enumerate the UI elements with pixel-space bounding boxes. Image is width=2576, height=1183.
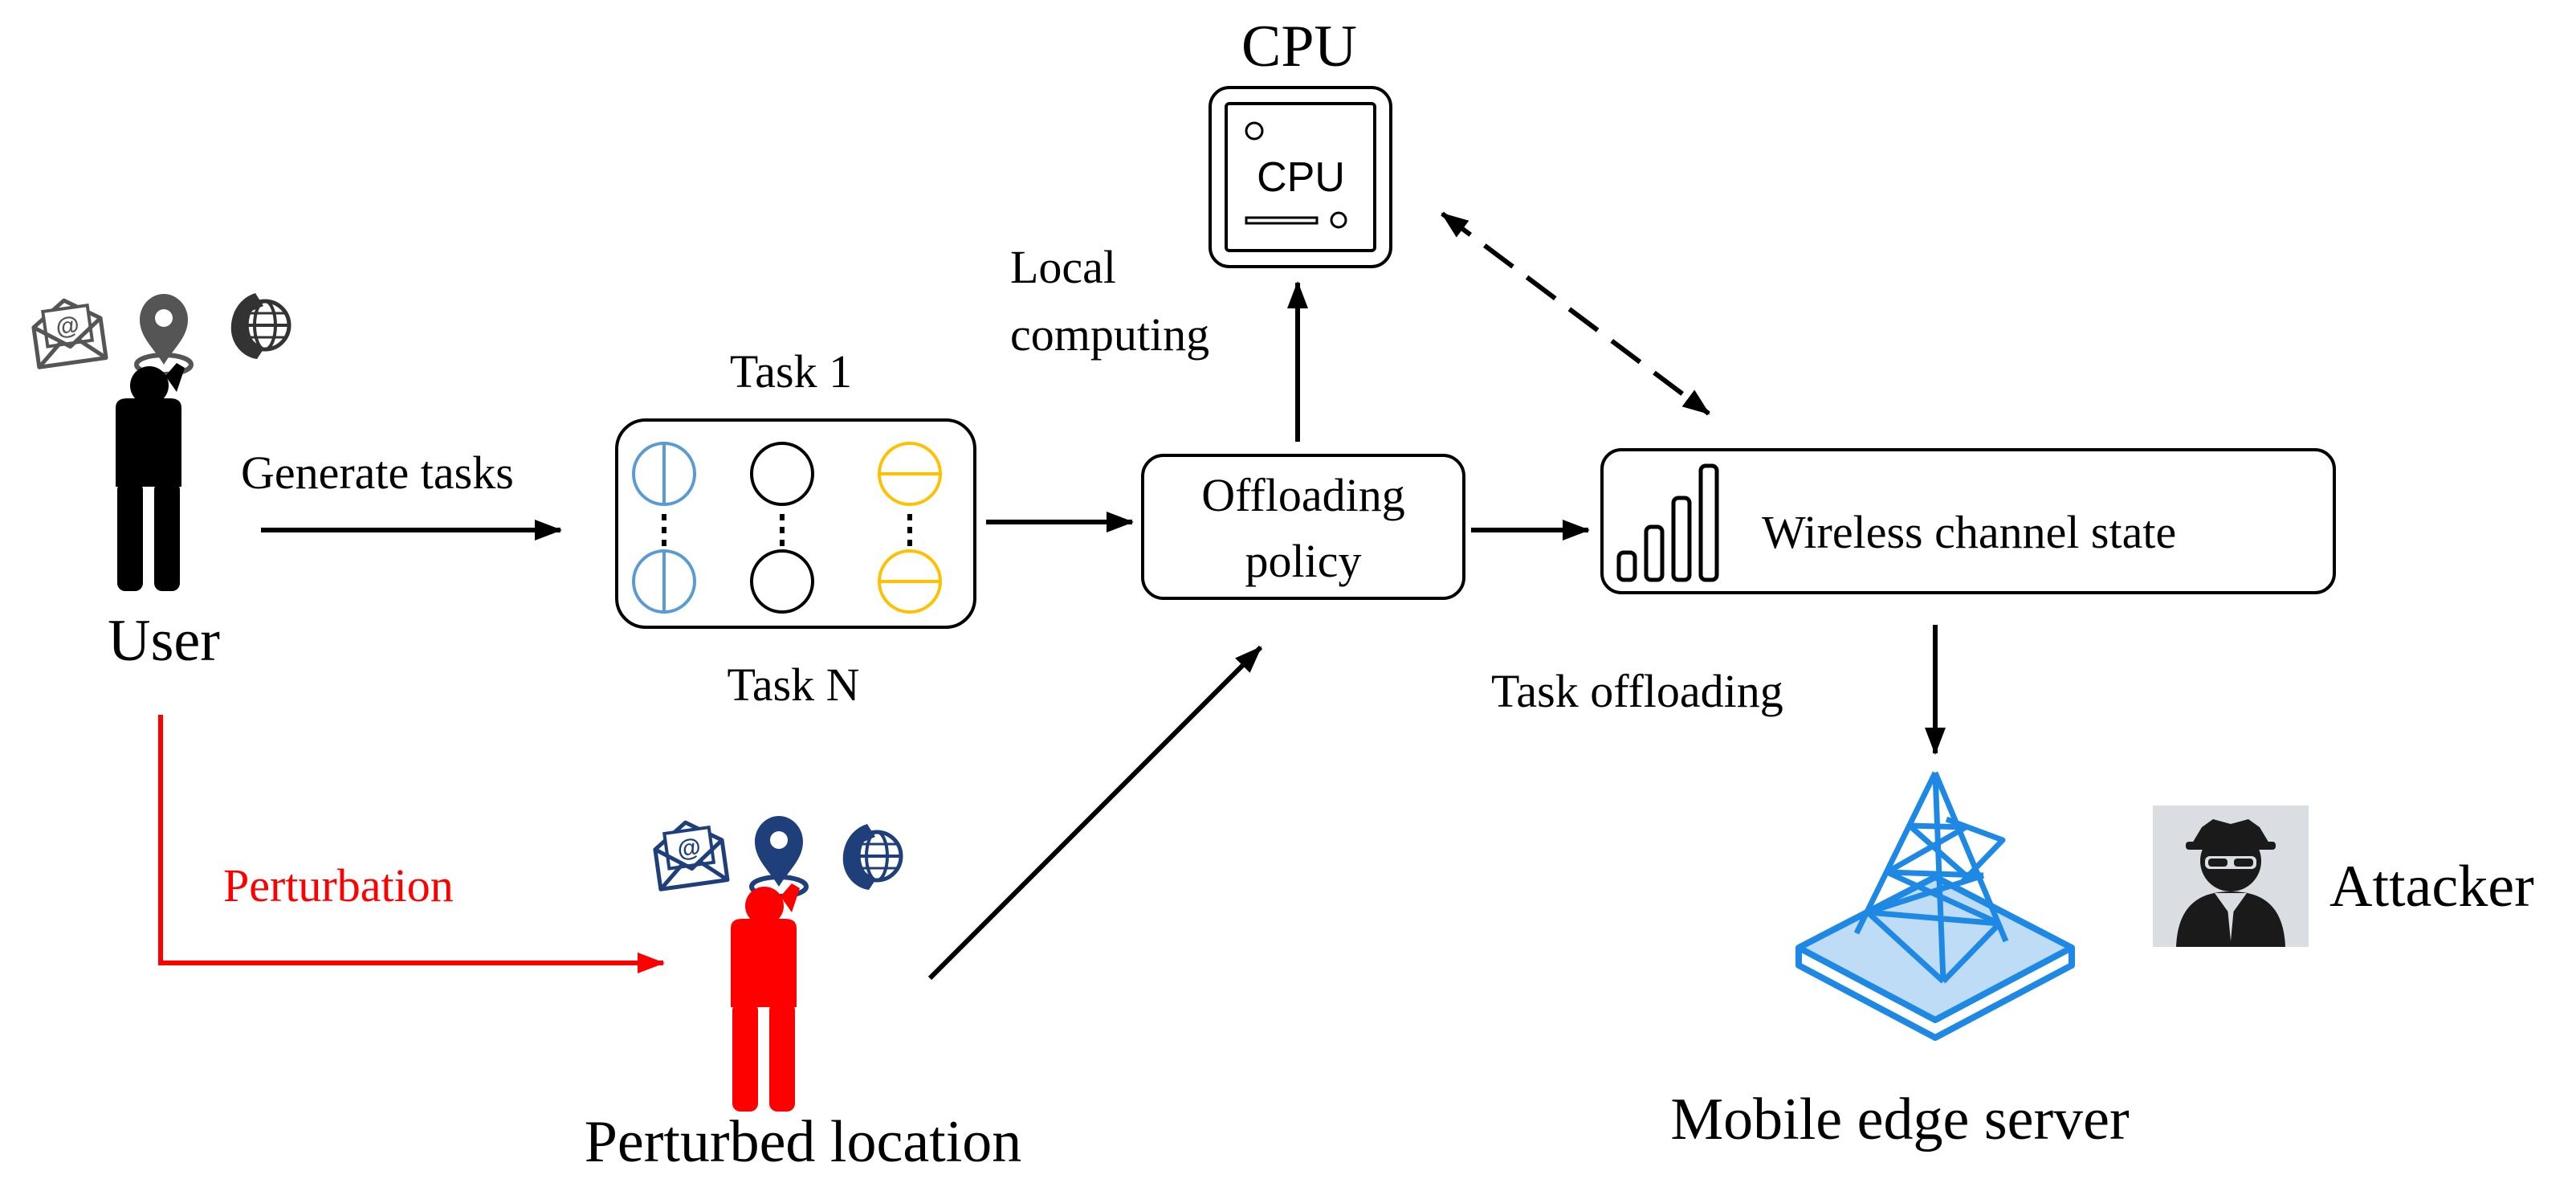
- mobile-edge-server-label: Mobile edge server: [1670, 1087, 2129, 1152]
- transmission-tower-icon: [1795, 771, 2075, 1041]
- perturbed-user-group: [652, 816, 901, 1112]
- arrow-perturbed-to-policy: [927, 645, 1263, 981]
- perturbation-label: Perturbation: [223, 859, 454, 912]
- task-ellipsis-dots: [662, 514, 912, 546]
- user-group: User: [31, 293, 289, 674]
- task-black-column: [750, 442, 814, 614]
- cpu-chip-label: CPU: [1257, 154, 1345, 201]
- task-last-label: Task N: [727, 659, 859, 711]
- perturbed-email-icon: [652, 818, 728, 889]
- dashed-arrow-cpu-channel: [1441, 211, 1710, 416]
- wireless-channel-box: [1600, 448, 2336, 594]
- attacker-label: Attacker: [2329, 854, 2534, 920]
- generate-tasks-label: Generate tasks: [241, 447, 514, 499]
- perturbed-phone-globe-icon: [843, 824, 901, 890]
- perturbed-person-icon: [731, 883, 800, 1112]
- task-first-label: Task 1: [730, 345, 852, 398]
- perturbed-location-pin-icon: [752, 816, 806, 896]
- user-label: User: [108, 608, 220, 674]
- task-yellow-column: [878, 442, 942, 614]
- offloading-policy-line2: policy: [1245, 535, 1362, 587]
- spy-icon: [2153, 806, 2309, 947]
- offloading-policy-line1: Offloading: [1201, 469, 1404, 521]
- task-offloading-label: Task offloading: [1491, 665, 1783, 717]
- task-group: Task 1 Task N: [615, 345, 976, 711]
- wireless-channel-label: Wireless channel state: [1762, 506, 2176, 558]
- task-blue-column: [632, 442, 696, 614]
- user-person-icon: [116, 363, 185, 591]
- local-computing-line1: Local: [1010, 241, 1116, 293]
- offloading-policy-box: [1141, 454, 1465, 600]
- perturbation-arrow: [158, 715, 665, 973]
- perturbed-location-label: Perturbed location: [585, 1109, 1022, 1175]
- email-icon: [31, 296, 106, 367]
- location-pin-icon: [137, 294, 191, 374]
- cpu-title: CPU: [1241, 14, 1357, 80]
- local-computing-line2: computing: [1010, 308, 1209, 361]
- cpu-icon: CPU: [1209, 86, 1392, 268]
- phone-globe-icon: [231, 293, 289, 359]
- signal-bars-icon: [1616, 463, 1719, 582]
